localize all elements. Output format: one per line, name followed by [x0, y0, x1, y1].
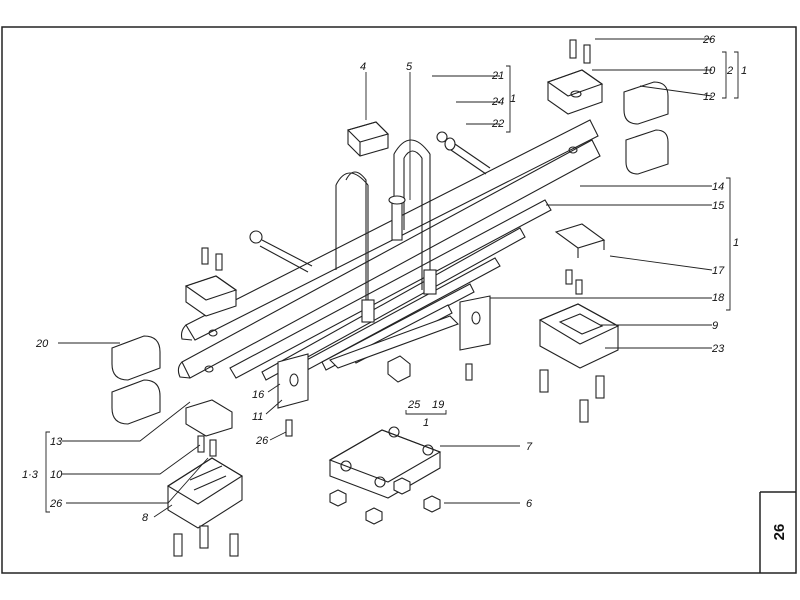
spring-bracket-18 [459, 295, 491, 351]
callout-23: 23 [711, 343, 725, 355]
bump-stop [346, 121, 390, 157]
group-label-2: 2 [726, 65, 733, 77]
group-label-1-right: 1 [733, 237, 739, 249]
shackle-bracket-top [546, 39, 604, 115]
callout-9: 9 [712, 320, 718, 332]
group-label-21-24: 1 [510, 93, 516, 105]
callout-11: 11 [252, 411, 263, 423]
pin-left-a [197, 435, 205, 453]
rubber-cushion-left [111, 335, 161, 425]
spring-eye-left [204, 365, 214, 373]
spring-seat-plate-7 [328, 426, 442, 499]
nut-25 [387, 355, 411, 383]
group-label-1-3: 1·3 [22, 469, 39, 481]
shackle-bracket-left [184, 247, 238, 317]
callout-6: 6 [526, 498, 533, 510]
callout-labels: 26 10 12 2 1 4 5 21 24 1 22 14 15 1 17 1… [22, 34, 747, 524]
leader-lines [58, 38, 713, 518]
diagram-frame [1, 26, 797, 574]
pad-13 [185, 399, 233, 437]
callout-22: 22 [491, 118, 504, 130]
spring-eye-left-upper [208, 329, 218, 337]
mounting-bracket-9 [538, 303, 620, 369]
center-bolt [388, 195, 406, 241]
group-brackets [45, 51, 739, 513]
rubber-cushion-right [623, 81, 669, 175]
callout-26-left: 26 [49, 498, 63, 510]
callout-26-mid: 26 [255, 435, 269, 447]
main-leaf-lower [181, 139, 601, 379]
callout-19: 19 [432, 399, 444, 411]
callout-10-top: 10 [703, 65, 716, 77]
callout-25: 25 [407, 399, 421, 411]
pin-mid [285, 419, 293, 437]
spring-pad-19 [329, 315, 459, 369]
leaf-3 [229, 199, 552, 379]
callout-21: 21 [491, 70, 504, 82]
callout-7: 7 [526, 441, 533, 453]
spring-eye-right [568, 146, 578, 154]
bolt-left [249, 230, 313, 273]
page-number: 26 [771, 524, 788, 541]
bolts-under-bracket-8 [173, 525, 239, 557]
callout-20: 20 [35, 338, 49, 350]
bolt-22 [436, 131, 491, 175]
callout-14: 14 [712, 181, 724, 193]
pin-left-b [209, 439, 217, 457]
callout-12: 12 [703, 91, 715, 103]
callout-18: 18 [712, 292, 725, 304]
spring-plate-17 [554, 223, 606, 295]
hanger-bracket-8 [166, 457, 244, 529]
callout-15: 15 [712, 200, 725, 212]
group-label-1-top: 1 [741, 65, 747, 77]
callout-5: 5 [406, 61, 413, 73]
u-bolt-right [393, 139, 437, 295]
callout-13: 13 [50, 436, 63, 448]
spring-bracket-16 [277, 353, 473, 409]
u-bolt-left [335, 171, 375, 323]
callout-8: 8 [142, 512, 149, 524]
group-label-25-19: 1 [423, 417, 429, 429]
bolts-23 [539, 369, 605, 423]
callout-16: 16 [252, 389, 265, 401]
callout-17: 17 [712, 265, 725, 277]
callout-26-top: 26 [702, 34, 716, 46]
nuts-6 [329, 477, 441, 525]
callout-24: 24 [491, 96, 504, 108]
callout-4: 4 [360, 61, 366, 73]
page-number-box: 26 [759, 491, 796, 573]
callout-10-left: 10 [50, 469, 63, 481]
